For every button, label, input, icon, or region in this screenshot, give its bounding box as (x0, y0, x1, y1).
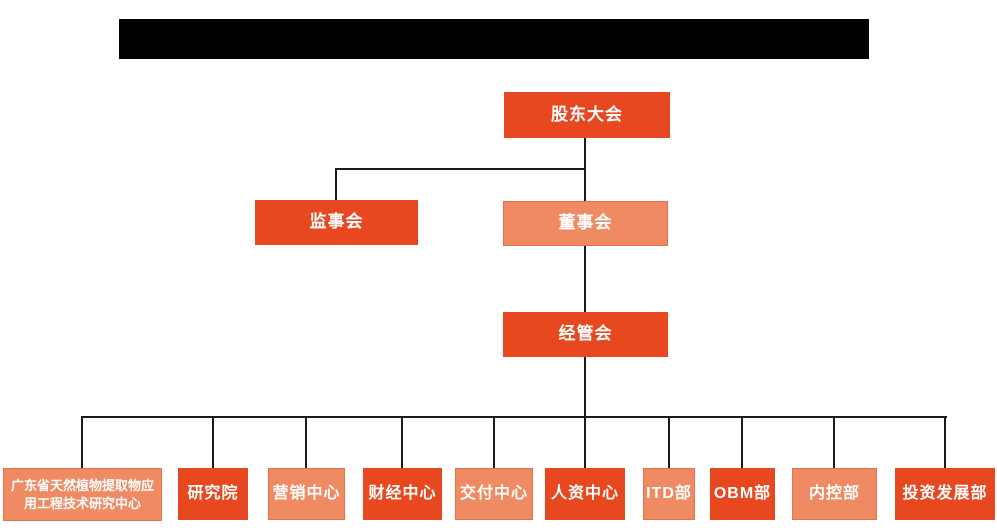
node-management-committee: 经管会 (503, 312, 668, 357)
connector-drop-dept-1 (81, 416, 83, 469)
connector-drop-dept-9 (833, 416, 835, 469)
connector-drop-dept-10 (944, 416, 946, 469)
node-supervisory-board: 监事会 (255, 200, 418, 245)
node-dept-itd: ITD部 (643, 468, 695, 520)
node-dept-investment-development: 投资发展部 (895, 468, 995, 520)
connector-branch-horizontal (335, 168, 586, 170)
node-board-of-directors: 董事会 (503, 201, 668, 246)
connector-drop-dept-6 (584, 416, 586, 469)
connector-drop-dept-5 (493, 416, 495, 469)
connector-bus-horizontal (81, 416, 947, 418)
node-dept-obm: OBM部 (710, 468, 775, 520)
connector-board-to-mgmt (584, 246, 586, 312)
connector-drop-dept-2 (212, 416, 214, 469)
connector-drop-dept-3 (305, 416, 307, 469)
connector-mgmt-down (584, 357, 586, 417)
connector-supervisory-drop (335, 168, 337, 200)
redacted-title-bar (119, 19, 869, 59)
node-dept-internal-control: 内控部 (792, 468, 877, 520)
node-dept-hr-center: 人资中心 (545, 468, 625, 520)
connector-drop-dept-8 (741, 416, 743, 469)
node-dept-research-institute: 研究院 (178, 468, 248, 520)
node-dept-research-center: 广东省天然植物提取物应用工程技术研究中心 (3, 468, 162, 521)
connector-drop-dept-4 (401, 416, 403, 469)
node-dept-delivery-center: 交付中心 (455, 468, 533, 520)
node-dept-finance-center: 财经中心 (363, 468, 442, 520)
node-dept-marketing-center: 营销中心 (268, 468, 345, 520)
connector-drop-dept-7 (668, 416, 670, 469)
node-shareholders-meeting: 股东大会 (504, 92, 670, 138)
